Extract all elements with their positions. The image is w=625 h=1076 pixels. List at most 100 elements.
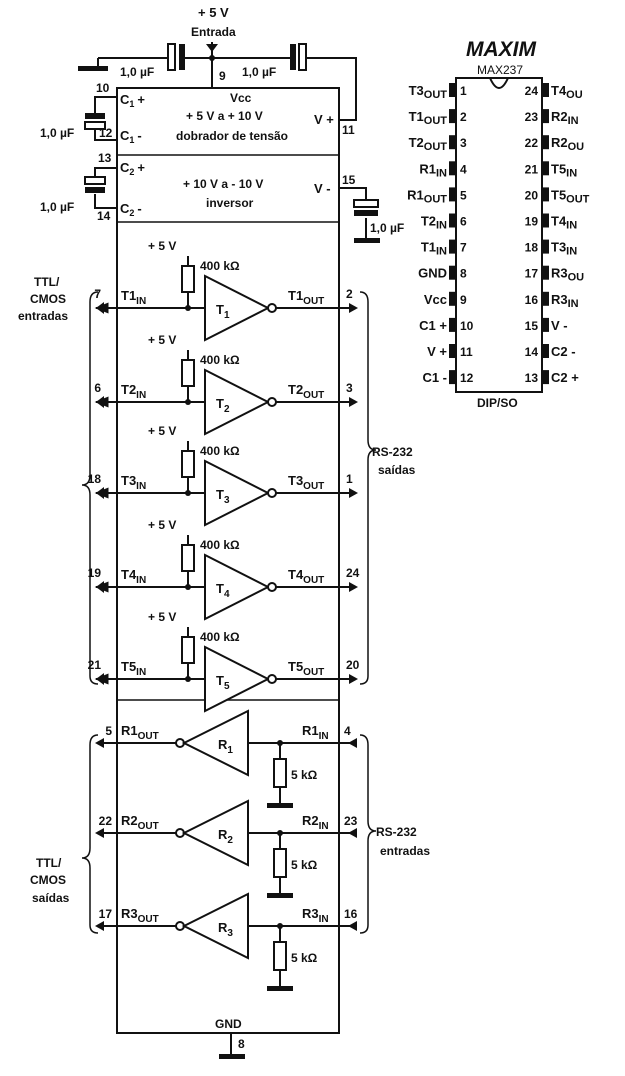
driver-input-pin: 18	[88, 472, 102, 486]
pinout-left-pin-10: C1 + 10	[419, 317, 474, 333]
pinout-package	[455, 77, 543, 393]
driver-supply: + 5 V	[148, 239, 176, 253]
pulldown-resistor	[273, 848, 287, 878]
driver-amp-label: T5	[216, 673, 230, 692]
c2-cap-value: 1,0 µF	[40, 200, 74, 214]
pin-number: 14	[525, 345, 539, 359]
driver-amplifier	[204, 274, 271, 342]
driver-supply: + 5 V	[148, 333, 176, 347]
pin-number: 10	[460, 319, 474, 333]
pin-number: 2	[460, 110, 467, 124]
pin-name: C1 -	[422, 370, 447, 385]
pin-number: 12	[460, 371, 474, 385]
driver-supply: + 5 V	[148, 518, 176, 532]
doubler-line2: dobrador de tensão	[176, 129, 288, 143]
cap-vminus-value: 1,0 µF	[370, 221, 404, 235]
driver-input-name: T5IN	[121, 659, 146, 678]
driver-input-name: T3IN	[121, 473, 146, 492]
pin-number: 5	[460, 188, 467, 202]
pin-name: C2 +	[551, 370, 579, 385]
pin-name: R3OU	[551, 266, 584, 284]
ground-symbol	[267, 803, 293, 808]
driver-amplifier	[204, 368, 271, 436]
pin-name: T5IN	[551, 161, 577, 179]
part-number: MAX237	[477, 63, 523, 77]
pin-name: R1IN	[419, 161, 447, 179]
pin-name: Vcc	[424, 292, 447, 307]
pullup-value: 400 kΩ	[200, 630, 240, 644]
driver-input-name: T1IN	[121, 288, 146, 307]
cap-right-top-value: 1,0 µF	[242, 65, 276, 79]
maxim-logo: MAXIM	[466, 38, 537, 61]
driver-output-name: T3OUT	[288, 473, 324, 492]
pin-name: GND	[418, 266, 447, 281]
brace-rs232-inputs	[359, 734, 377, 934]
brace-rs232-outputs	[359, 291, 377, 685]
receiver-input-name: R1IN	[302, 723, 329, 742]
pin-name: R2OU	[551, 135, 584, 153]
rs-out-line2: saídas	[378, 463, 416, 477]
pin-number: 21	[525, 162, 539, 176]
pin-name: T4IN	[551, 214, 577, 232]
pin-number: 6	[460, 215, 467, 229]
pin-9-number: 9	[219, 69, 226, 83]
pinout-right-pin-14: 14 C2 -	[525, 344, 576, 359]
c2-minus-label: C2-	[120, 201, 142, 218]
driver-amp-label: T2	[216, 396, 230, 415]
pin-number: 7	[460, 241, 467, 255]
pulldown-value: 5 kΩ	[291, 858, 318, 872]
ttl-out-line3: saídas	[32, 891, 70, 905]
driver-amplifier	[204, 645, 271, 713]
pin-number: 19	[525, 215, 539, 229]
pullup-value: 400 kΩ	[200, 538, 240, 552]
cap-left-top-value: 1,0 µF	[120, 65, 154, 79]
pulldown-resistor	[273, 941, 287, 971]
pin-name: C2 -	[551, 344, 576, 359]
inverter-line2: inversor	[206, 196, 254, 210]
pin-number: 4	[460, 162, 467, 176]
ttl-in-line3: entradas	[18, 309, 68, 323]
receiver-output-name: R2OUT	[121, 813, 159, 832]
receiver-output-pin: 5	[105, 724, 112, 738]
doubler-line1: + 5 V a + 10 V	[186, 109, 263, 123]
pin-name: T3OUT	[409, 83, 448, 101]
pin-name: T1IN	[421, 240, 447, 258]
pulldown-value: 5 kΩ	[291, 768, 318, 782]
receiver-amplifier	[181, 709, 249, 777]
driver-output-name: T1OUT	[288, 288, 324, 307]
driver-output-name: T2OUT	[288, 382, 324, 401]
c2-plus-label: C2+	[120, 160, 145, 177]
pin-number: 15	[525, 319, 539, 333]
pin-name: R3IN	[551, 292, 579, 310]
receiver-input-name: R3IN	[302, 906, 329, 925]
pin-name: C1 +	[419, 318, 447, 333]
brace-ttl-inputs	[81, 291, 99, 685]
ttl-out-line2: CMOS	[30, 873, 66, 887]
driver-output-name: T5OUT	[288, 659, 324, 678]
driver-output-pin: 2	[346, 287, 353, 301]
driver-amp-label: T3	[216, 487, 230, 506]
pullup-resistor	[181, 544, 195, 572]
v-minus-label: V -	[314, 181, 331, 196]
receiver-input-name: R2IN	[302, 813, 329, 832]
pin-number: 13	[525, 371, 539, 385]
driver-output-pin: 20	[346, 658, 360, 672]
driver-input-name: T2IN	[121, 382, 146, 401]
chip-body	[116, 87, 340, 1034]
driver-input-pin: 6	[94, 381, 101, 395]
pin-15-number: 15	[342, 173, 356, 187]
pin-number: 17	[525, 267, 539, 281]
receiver-output-name: R1OUT	[121, 723, 159, 742]
pin-name: T5OUT	[551, 187, 590, 205]
